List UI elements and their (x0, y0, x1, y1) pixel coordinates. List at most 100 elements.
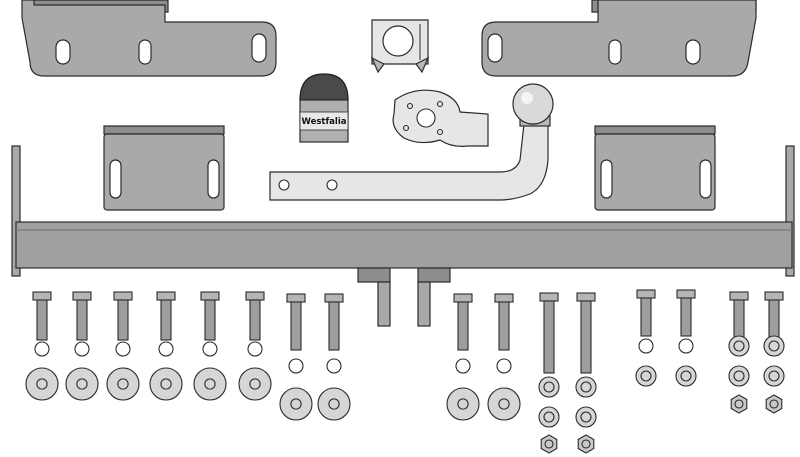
cross-beam (11, 145, 795, 327)
fastener-set (25, 289, 785, 454)
washer-hole (733, 370, 745, 382)
bolt-shank (328, 301, 340, 351)
right-side-bracket (594, 125, 716, 211)
spring-washer (455, 358, 471, 374)
flat-washer (65, 367, 99, 401)
spring-washer (158, 341, 174, 357)
washer-hole (76, 378, 88, 390)
spring-washer (202, 341, 218, 357)
washer-hole (249, 378, 261, 390)
spring-washer (288, 358, 304, 374)
socket-clip (370, 19, 430, 74)
spring-washer (74, 341, 90, 357)
bolt-shank (290, 301, 302, 351)
flat-washer (238, 367, 272, 401)
spring-washer (638, 338, 654, 354)
bolt-head (636, 289, 656, 299)
bolt-head (729, 291, 749, 301)
bolt-shank (457, 301, 469, 351)
small-washer (538, 406, 560, 428)
flat-washer (317, 387, 351, 421)
washer-hole (768, 370, 780, 382)
nut-hole (544, 439, 554, 449)
bolt-head (494, 293, 514, 303)
washer-hole (204, 378, 216, 390)
small-washer (675, 365, 697, 387)
small-washer (763, 335, 785, 357)
bolt-head (286, 293, 306, 303)
washer-hole (768, 340, 780, 352)
tow-ball-arm (269, 83, 554, 201)
ball-cover: Westfalia (299, 73, 349, 143)
bolt-head (156, 291, 176, 301)
flat-washer (149, 367, 183, 401)
bolt-head (113, 291, 133, 301)
bolt-head (32, 291, 52, 301)
bolt-shank (76, 299, 88, 341)
small-washer (635, 365, 657, 387)
flat-washer (193, 367, 227, 401)
bolt-shank (204, 299, 216, 341)
bolt-shank (680, 297, 692, 337)
washer-hole (543, 411, 555, 423)
hex-nut (577, 434, 595, 454)
bolt-shank (543, 300, 555, 374)
washer-hole (640, 370, 652, 382)
left-side-bracket (103, 125, 225, 211)
flat-washer (446, 387, 480, 421)
washer-hole (543, 381, 555, 393)
washer-hole (580, 381, 592, 393)
bolt-shank (160, 299, 172, 341)
washer-hole (457, 398, 469, 410)
spring-washer (115, 341, 131, 357)
nut-hole (734, 399, 744, 409)
top-left-mounting-bracket (21, 0, 277, 77)
washer-hole (328, 398, 340, 410)
bolt-head (72, 291, 92, 301)
hex-nut (730, 394, 748, 414)
washer-hole (36, 378, 48, 390)
bolt-shank (249, 299, 261, 341)
bolt-head (576, 292, 596, 302)
washer-hole (160, 378, 172, 390)
hex-nut (765, 394, 783, 414)
flat-washer (279, 387, 313, 421)
washer-hole (680, 370, 692, 382)
bolt-shank (733, 299, 745, 339)
bolt-head (453, 293, 473, 303)
small-washer (575, 376, 597, 398)
spring-washer (678, 338, 694, 354)
bolt-head (764, 291, 784, 301)
spring-washer (247, 341, 263, 357)
bolt-shank (580, 300, 592, 374)
small-washer (538, 376, 560, 398)
bolt-head (200, 291, 220, 301)
ball-cover-label: Westfalia (302, 117, 347, 127)
small-washer (575, 406, 597, 428)
washer-hole (290, 398, 302, 410)
washer-hole (498, 398, 510, 410)
spring-washer (34, 341, 50, 357)
small-washer (763, 365, 785, 387)
hex-nut (540, 434, 558, 454)
spring-washer (326, 358, 342, 374)
flat-washer (487, 387, 521, 421)
spring-washer (496, 358, 512, 374)
socket-mounting-plate (392, 89, 489, 147)
bolt-shank (117, 299, 129, 341)
washer-hole (117, 378, 129, 390)
washer-hole (733, 340, 745, 352)
small-washer (728, 365, 750, 387)
nut-hole (769, 399, 779, 409)
small-washer (728, 335, 750, 357)
bolt-head (539, 292, 559, 302)
bolt-shank (36, 299, 48, 341)
flat-washer (25, 367, 59, 401)
bolt-head (676, 289, 696, 299)
bolt-shank (498, 301, 510, 351)
nut-hole (581, 439, 591, 449)
bolt-head (245, 291, 265, 301)
flat-washer (106, 367, 140, 401)
